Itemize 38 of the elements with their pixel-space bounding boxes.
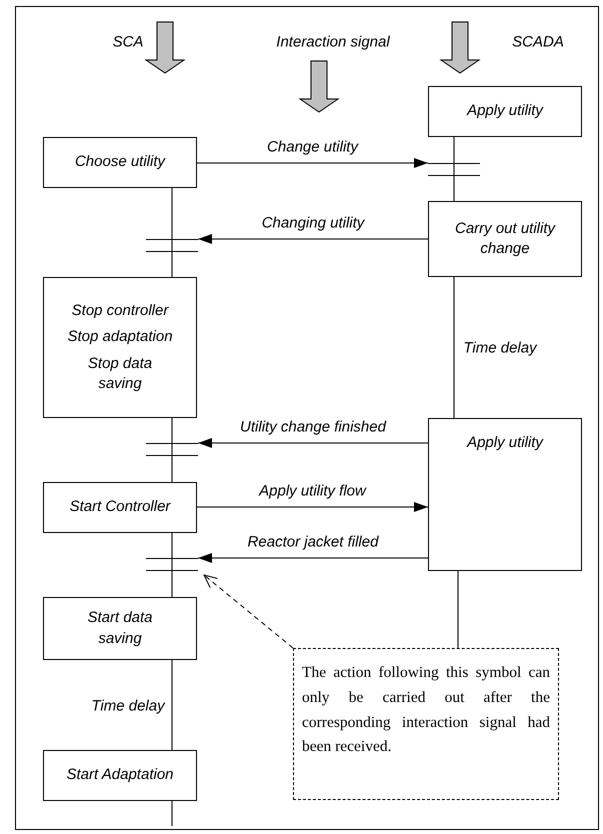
arrow [196,502,428,512]
step-text: Start data saving [86,608,154,648]
note-box [293,648,559,800]
step-text: Choose utility [74,152,166,172]
arrow [198,234,428,244]
process-box [428,86,582,137]
step-text: Start Adaptation [66,765,174,786]
edge-label: Utility change finished [238,418,388,436]
step-text: Carry out utility change [454,218,557,259]
synchronization-bar [146,239,198,252]
column-heading: SCA [112,34,144,50]
synchronization-bar [428,163,480,176]
arrow [198,553,428,563]
edge-label: Changing utility [260,214,366,232]
process-box [428,418,582,571]
process-box [43,277,197,418]
edge-label: Reactor jacket filled [246,534,380,550]
step-text: Stop controller [72,301,168,321]
process-box [43,137,197,188]
process-box [43,482,197,533]
step-text: Stop data saving [86,354,154,394]
process-box [428,201,582,277]
column-heading: Interaction signal [276,34,390,50]
process-box [43,750,197,801]
step-text: Stop adaptation [67,327,173,348]
edge-label: Apply utility flow [257,482,368,500]
step-text: Apply utility [467,433,543,453]
synchronization-bar [146,443,198,456]
column-heading: SCADA [512,34,564,50]
synchronization-bar [146,558,198,571]
step-text: Start Controller [70,497,170,518]
edge-label: Change utility [265,138,360,156]
step-text: Apply utility [467,101,543,122]
process-box [43,597,197,660]
arrow [196,158,428,168]
note-text: The action following this symbol can only be carried out after the corresponding interaction signal had been received. [302,663,550,758]
leader-line [204,574,294,648]
arrow [198,438,428,448]
